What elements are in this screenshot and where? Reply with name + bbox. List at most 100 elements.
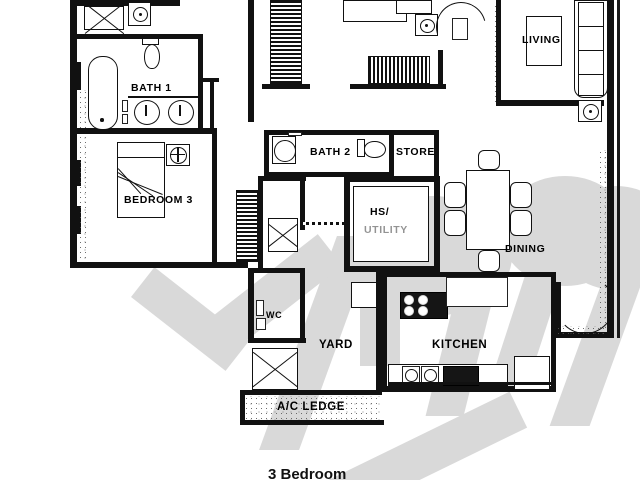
coffee-table-living <box>526 16 562 66</box>
furniture-top-mid-2 <box>396 0 432 14</box>
store-wall-right <box>434 130 439 178</box>
room-label-kitchen: KITCHEN <box>432 339 488 351</box>
wall-top-mid <box>248 0 254 122</box>
fixture-dot-mid <box>425 23 428 27</box>
sofa-cushion-1 <box>578 2 604 28</box>
bath1-small-fixture <box>122 100 128 112</box>
hob-burner-1 <box>404 295 414 305</box>
bed-headboard-bedroom3 <box>117 142 165 158</box>
bath2-jamb-top <box>288 132 302 136</box>
dining-wall-bottom <box>440 272 448 277</box>
bath2-wall-left <box>264 130 269 176</box>
mid-hatch-strip <box>300 222 344 225</box>
hatched-panel-top-mid <box>368 56 430 84</box>
ceiling-fixture-bedroom3 <box>170 147 187 164</box>
bath2-wall-right <box>389 130 394 176</box>
bath1-small-fixture-2 <box>122 114 128 124</box>
room-label-wc: WC <box>266 310 283 320</box>
sofa-cushion-2 <box>578 26 604 52</box>
kitchen-counter-edge <box>388 382 552 385</box>
yard-wall-left <box>240 390 245 424</box>
corridor-wall-right <box>300 268 305 342</box>
exterior-wall-right-thin <box>617 0 620 338</box>
vanity-counter-bath1 <box>128 96 198 98</box>
sink-right-bath1 <box>168 100 194 125</box>
living-wall-bottom <box>496 100 604 106</box>
sink-bowl-right <box>424 369 437 382</box>
room-label-store: STORE <box>396 146 435 158</box>
room-label-hs-line2: UTILITY <box>364 224 408 236</box>
toilet-bowl-bath2 <box>364 141 386 158</box>
corridor-wall-left <box>248 268 254 342</box>
bathtub-drain <box>100 118 104 122</box>
fixture-dot-top <box>138 12 142 16</box>
bath1-wall-right <box>198 34 203 132</box>
room-label-bath1: BATH 1 <box>131 82 172 94</box>
dining-chair-left-2 <box>444 210 466 236</box>
store-wall-top <box>394 130 439 135</box>
bath1-wall-bottom <box>77 128 217 134</box>
wall-bottom-left-block <box>70 262 248 268</box>
sofa-cushion-4 <box>578 74 604 96</box>
shaft-lower <box>252 348 298 390</box>
dining-table <box>466 170 510 250</box>
lamp-dot-living <box>588 109 592 113</box>
kitchen-wall-left <box>382 272 387 392</box>
shaft-mid <box>268 218 298 252</box>
mid-wall-vert-2 <box>300 176 305 230</box>
dining-chair-right-2 <box>510 210 532 236</box>
hatched-panel-mid-base <box>350 84 446 89</box>
room-label-acledge: A/C LEDGE <box>277 401 346 413</box>
hs-wall-outer-top <box>344 176 440 182</box>
fixture-cross-h <box>170 153 185 155</box>
room-label-bath2: BATH 2 <box>310 146 351 158</box>
tap-left <box>145 105 147 116</box>
mid-wall-horiz <box>258 176 306 181</box>
bath1-wall-top <box>77 34 202 39</box>
wall-mid-vert <box>438 50 443 88</box>
basin-bath2 <box>274 140 296 162</box>
hob-burner-4 <box>418 306 428 316</box>
hs-wall-outer-left <box>344 176 350 272</box>
living-wall-texture <box>493 4 499 104</box>
hatched-panel-base <box>262 84 310 89</box>
bath2-wall-bottom <box>264 172 394 177</box>
dining-chair-right-1 <box>510 182 532 208</box>
entry-door-leaf <box>556 282 561 332</box>
sink-bowl-left <box>405 369 418 382</box>
wc-wall-bottom <box>248 338 306 343</box>
shaft-top-left <box>84 6 124 30</box>
yard-wall-bottom <box>240 390 382 395</box>
hob-burner-2 <box>418 295 428 305</box>
bathtub-bath1 <box>88 56 118 130</box>
bath2-wall-top <box>264 130 392 135</box>
wc-toilet <box>256 300 264 316</box>
acledge-wall-bottom <box>240 420 384 425</box>
dining-chair-top <box>478 150 500 170</box>
hs-wall-outer-right <box>434 176 440 272</box>
corridor-wall-top <box>248 268 304 273</box>
tap-right <box>179 105 181 116</box>
kitchen-upper-counter <box>446 277 508 307</box>
exterior-wall-left <box>70 0 77 268</box>
mid-wall-vert <box>258 176 263 272</box>
plan-caption: 3 Bedroom <box>268 466 347 480</box>
wall-left-inner <box>77 62 81 90</box>
sofa-cushion-3 <box>578 50 604 76</box>
door-leaf-top <box>452 18 468 40</box>
wall-texture-left <box>78 90 88 265</box>
yard-fixture <box>351 282 377 308</box>
exterior-wall-right <box>607 0 614 338</box>
bath1-door-jamb <box>203 78 219 82</box>
wall-top-left <box>70 0 180 6</box>
dining-chair-bottom <box>478 250 500 272</box>
hatched-panel-top-left <box>270 0 302 84</box>
sink-left-bath1 <box>134 100 160 125</box>
bath1-jamb-vert <box>210 82 214 128</box>
right-lower-texture <box>556 326 608 334</box>
room-label-yard: YARD <box>319 339 353 351</box>
bedroom3-wall-right <box>212 134 217 264</box>
wc-basin <box>256 318 266 330</box>
dining-chair-left-1 <box>444 182 466 208</box>
